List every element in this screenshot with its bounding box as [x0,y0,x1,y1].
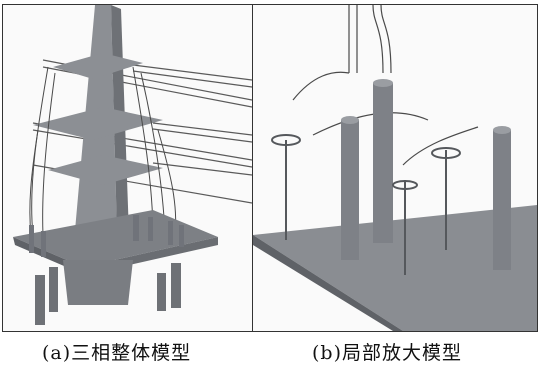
panel-a-tower-model [2,4,253,332]
crossarm-top [53,53,143,79]
crossarm-middle [33,107,163,140]
tower-model-drawing [13,5,252,325]
wires [292,5,479,166]
bushing-3 [493,130,511,270]
bushings [341,79,511,270]
tower-body [33,5,163,253]
caption-b: (b)局部放大模型 [312,342,462,364]
caption-a: (a)三相整体模型 [42,342,192,364]
pedestal [63,260,133,305]
insulator-posts [29,215,184,257]
bushing-1 [341,120,359,260]
panel-b-enlarged-model [252,4,538,332]
tower-legs [35,263,181,325]
base-plate [253,205,537,331]
base-platform [13,210,218,267]
arresters [271,134,461,275]
enlarged-model-drawing [253,5,537,331]
bushing-2 [373,83,393,243]
crossarm-bottom [48,155,163,185]
